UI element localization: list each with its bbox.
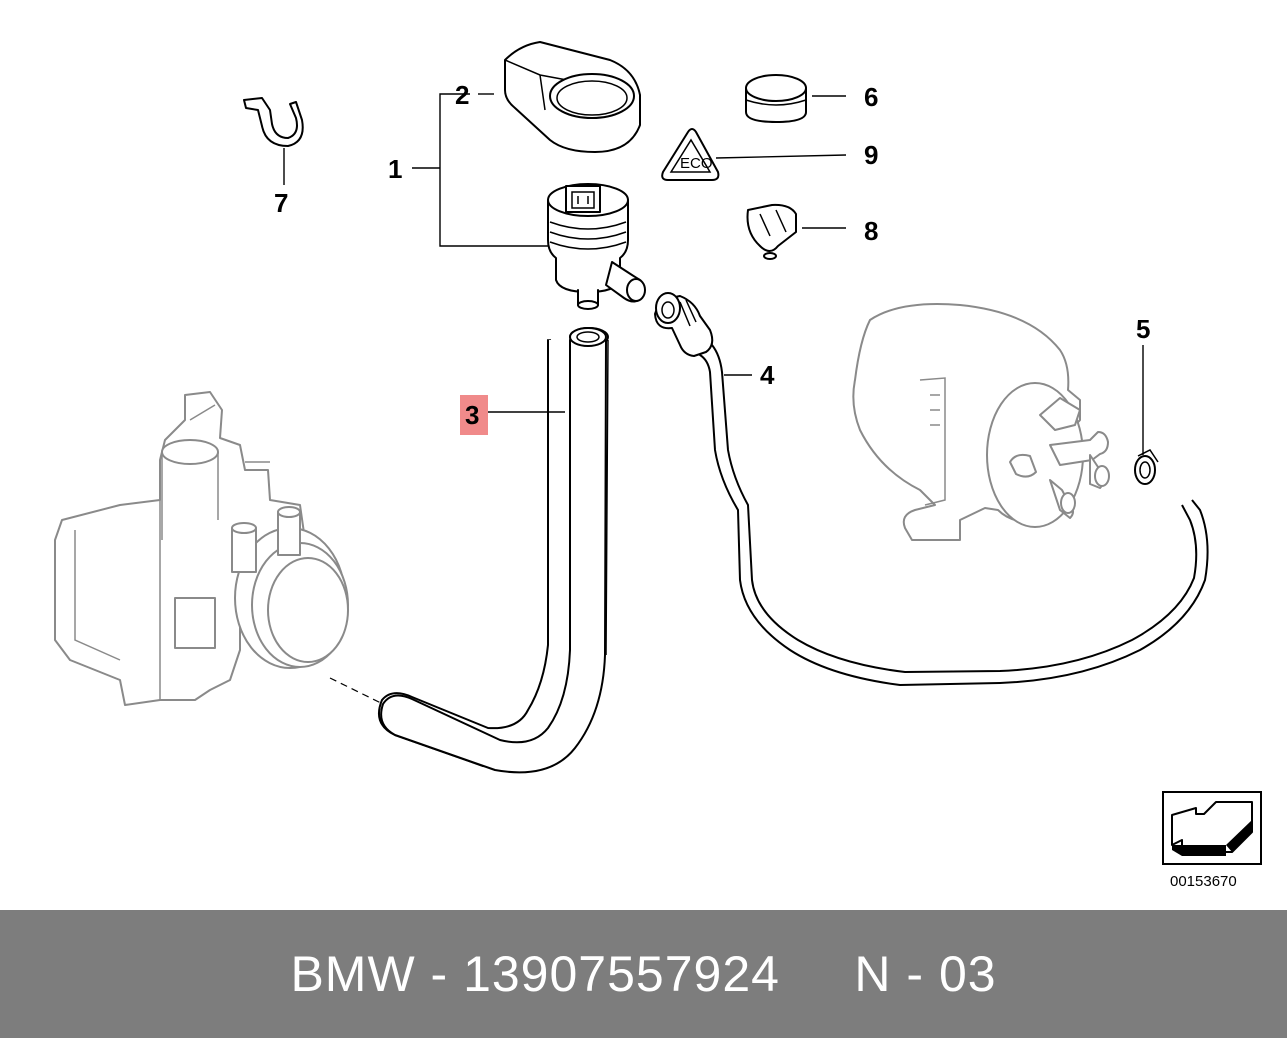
diagram-canvas: ECO: [54, 41, 1262, 890]
cap-6: [745, 74, 807, 123]
throttle-body: [54, 391, 349, 706]
callout-6: 6: [864, 82, 878, 112]
callout-4: 4: [760, 360, 775, 390]
parts-diagram: ECO: [54, 41, 1262, 890]
callout-1: 1: [388, 154, 402, 184]
charcoal-canister: [852, 303, 1110, 541]
connection-line-throttle: [329, 677, 386, 706]
part-number-label: BMW - 13907557924 N - 03: [290, 946, 997, 1002]
clip-7: [243, 97, 304, 147]
warning-label-9: ECO: [661, 128, 720, 181]
callout-9: 9: [864, 140, 878, 170]
callout-3: 3: [465, 400, 479, 430]
leader-lines: [283, 93, 1144, 455]
callout-7: 7: [274, 188, 288, 218]
callout-2: 2: [455, 80, 469, 110]
svg-text:ECO: ECO: [680, 155, 713, 172]
callout-8: 8: [864, 216, 878, 246]
reference-number: 00153670: [1170, 873, 1237, 890]
callout-5: 5: [1136, 314, 1150, 344]
purge-valve-1: [547, 183, 646, 310]
hose-3: [380, 327, 607, 774]
clip-8: [746, 203, 797, 260]
mounting-bracket-2: [504, 41, 641, 153]
callout-3-highlight: [460, 395, 488, 435]
footer-bar: BMW - 13907557924 N - 03: [0, 910, 1287, 1038]
vent-hose-4: [654, 292, 1209, 687]
hose-clamp-5: [1134, 449, 1159, 485]
forward-arrow-icon: [1162, 791, 1262, 865]
